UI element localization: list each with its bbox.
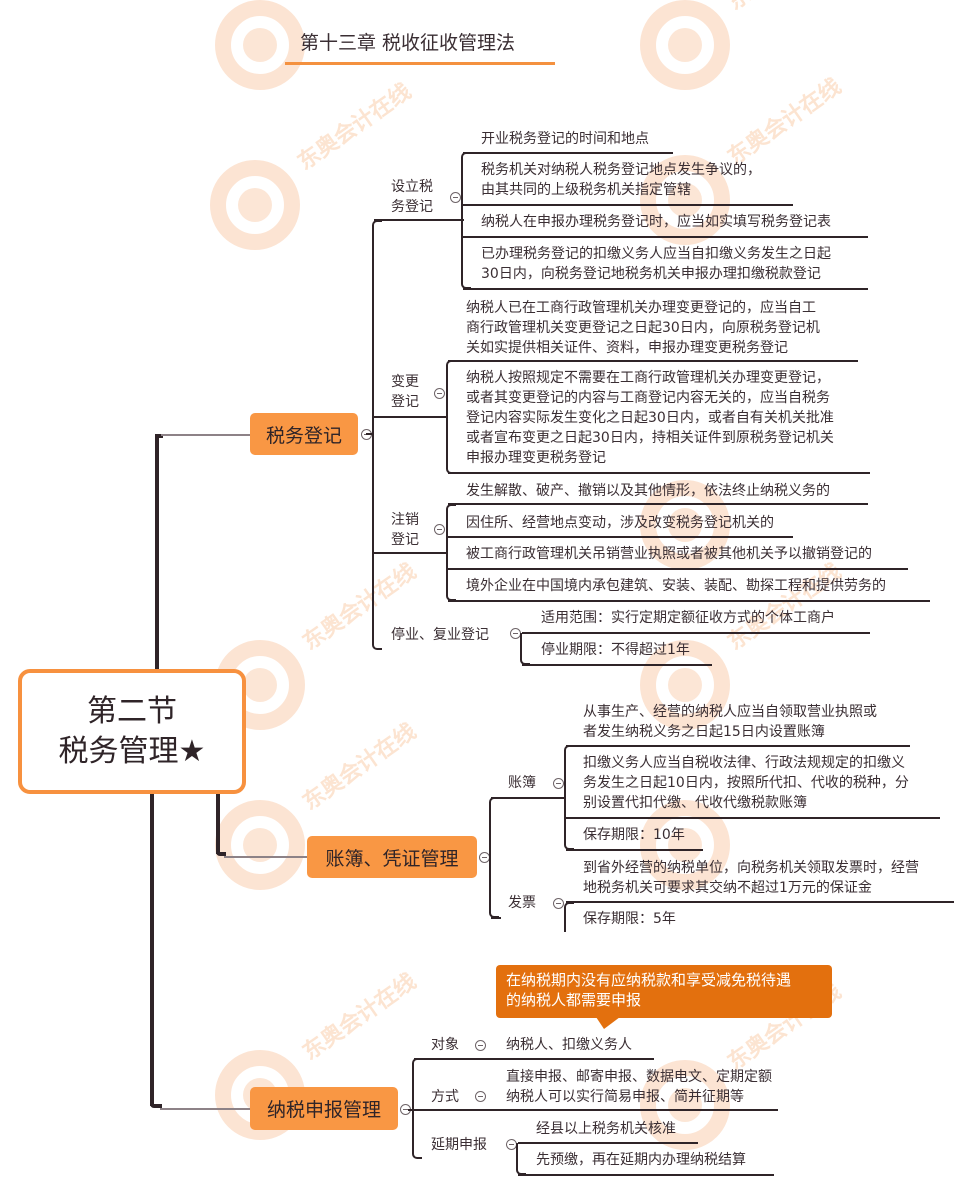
leaf-underline — [463, 204, 793, 206]
leaf-item: 保存期限：5年 — [583, 911, 676, 927]
leaf-underline — [463, 288, 868, 290]
leaf-item: 到省外经营的纳税单位，向税务机关领取发票时，经营 地税务机关可要求其交纳不超过1… — [583, 860, 919, 896]
leaf-item: 开业税务登记的时间和地点 — [481, 131, 649, 147]
leaf-underline — [463, 236, 868, 238]
branch-tax-filing[interactable]: 纳税申报管理 — [250, 1087, 398, 1130]
leaf-item: 纳税人、扣缴义务人 — [506, 1037, 632, 1053]
root-connector-bottom-h — [160, 1108, 252, 1110]
leaf-underline — [566, 745, 910, 747]
leaf-item: 因住所、经营地点变动，涉及改变税务登记机关的 — [466, 515, 774, 531]
sub-invoices: 发票 — [508, 895, 536, 911]
leaf-item: 境外企业在中国境内承包建筑、安装、装配、勘探工程和提供劳务的 — [466, 578, 886, 594]
leaf-underline — [414, 1058, 654, 1060]
leaf-item: 已办理税务登记的扣缴义务人应当自扣缴义务发生之日起 30日内，向税务登记地税务机… — [481, 246, 831, 282]
leaf-item: 被工商行政管理机关吊销营业执照或者被其他机关予以撤销登记的 — [466, 546, 872, 562]
tax-filing-stub — [408, 1109, 778, 1111]
branch-label: 税务登记 — [265, 424, 342, 447]
leaf-underline — [566, 901, 954, 903]
sub-suspend-registration: 停业、复业登记 — [391, 627, 489, 643]
branch-books-vouchers[interactable]: 账簿、凭证管理 — [307, 836, 477, 878]
invoices-bracket — [564, 902, 574, 932]
leaf-underline — [448, 472, 870, 474]
leaf-item: 经县以上税务机关核准 — [536, 1121, 676, 1137]
cancel-link — [374, 552, 448, 554]
leaf-underline — [448, 568, 908, 570]
callout-tail — [596, 1017, 620, 1029]
root-connector-top-corner — [155, 434, 163, 438]
leaf-item: 先预缴，再在延期内办理纳税结算 — [536, 1152, 746, 1168]
sub-change-registration: 变更 登记 — [391, 374, 419, 410]
leaf-item: 发生解散、破产、撤销以及其他情形，依法终止纳税义务的 — [466, 483, 830, 499]
leaf-underline — [448, 600, 930, 602]
leaf-underline — [448, 360, 858, 362]
branch-tax-registration[interactable]: 税务登记 — [250, 413, 358, 455]
branch-label: 纳税申报管理 — [266, 1099, 381, 1121]
collapse-toggle-icon[interactable] — [553, 778, 564, 789]
leaf-underline — [518, 1142, 698, 1144]
root-title-line2: 税务管理★ — [58, 733, 206, 769]
sub-method: 方式 — [431, 1089, 459, 1105]
chapter-title: 第十三章 税收征收管理法 — [300, 32, 516, 54]
callout-note: 在纳税期内没有应纳税款和享受减免税待遇 的纳税人都需要申报 — [496, 965, 832, 1018]
title-underline — [285, 62, 555, 65]
leaf-underline — [518, 1174, 774, 1176]
sub-subject: 对象 — [431, 1037, 459, 1053]
leaf-item: 适用范围：实行定期定额征收方式的个体工商户 — [541, 610, 835, 626]
leaf-underline — [448, 536, 793, 538]
collapse-toggle-icon[interactable] — [434, 524, 445, 535]
establish-link — [374, 219, 464, 221]
suspend-bracket — [520, 633, 530, 665]
root-connector-bottom-corner — [150, 1104, 162, 1108]
leaf-item: 停业期限：不得超过1年 — [541, 642, 690, 658]
leaf-underline — [566, 849, 703, 851]
sub-books: 账簿 — [508, 775, 536, 791]
collapse-toggle-icon[interactable] — [553, 898, 564, 909]
root-connector-mid — [216, 794, 220, 854]
leaf-item: 保存期限：10年 — [583, 827, 685, 843]
leaf-item: 税务机关对纳税人税务登记地点发生争议的， 由其共同的上级税务机关指定管辖 — [481, 162, 761, 198]
leaf-item: 纳税人按照规定不需要在工商行政管理机关办理变更登记， 或者其变更登记的内容与工商… — [466, 370, 834, 466]
sub-extension: 延期申报 — [431, 1137, 487, 1153]
change-link — [374, 416, 448, 418]
root-node[interactable]: 第二节 税务管理★ — [18, 669, 246, 794]
books-link — [491, 797, 566, 799]
extension-bracket — [516, 1143, 526, 1175]
leaf-item: 从事生产、经营的纳税人应当自领取营业执照或 者发生纳税义务之日起15日内设置账簿 — [583, 704, 877, 740]
root-connector-bottom — [150, 794, 154, 1106]
books-vouchers-bracket — [489, 797, 499, 918]
collapse-toggle-icon[interactable] — [475, 1091, 486, 1102]
tax-registration-stub — [366, 433, 374, 435]
leaf-underline — [463, 152, 673, 154]
leaf-item: 直接申报、邮寄申报、数据电文、定期定额 纳税人可以实行简易申报、简并征期等 — [506, 1069, 772, 1105]
branch-label: 账簿、凭证管理 — [325, 847, 459, 870]
root-connector-top-h — [161, 434, 251, 436]
change-bracket — [446, 360, 456, 474]
leaf-underline — [522, 664, 712, 666]
collapse-toggle-icon[interactable] — [434, 388, 445, 399]
leaf-underline — [522, 632, 870, 634]
collapse-toggle-icon[interactable] — [475, 1040, 486, 1051]
leaf-item: 纳税人在申报办理税务登记时，应当如实填写税务登记表 — [481, 214, 831, 230]
root-connector-mid-corner — [216, 852, 226, 856]
leaf-item: 扣缴义务人应当自税收法律、行政法规规定的扣缴义 务发生之日起10日内，按照所代扣… — [583, 755, 909, 811]
root-title-line1: 第二节 — [87, 693, 177, 729]
tax-registration-bracket — [372, 220, 382, 650]
root-connector-top — [155, 434, 255, 670]
leaf-underline — [566, 817, 940, 819]
collapse-toggle-icon[interactable] — [450, 192, 461, 203]
establish-bracket — [461, 152, 471, 289]
invoices-link — [491, 917, 501, 919]
books-bracket — [564, 745, 574, 850]
cancel-bracket — [446, 504, 456, 601]
leaf-underline — [448, 503, 868, 505]
sub-cancel-registration: 注销 登记 — [391, 512, 419, 548]
sub-establish-registration: 设立税 务登记 — [391, 179, 433, 215]
root-connector-mid-h — [224, 856, 308, 858]
leaf-item: 纳税人已在工商行政管理机关办理变更登记的，应当自工 商行政管理机关变更登记之日起… — [466, 300, 820, 356]
